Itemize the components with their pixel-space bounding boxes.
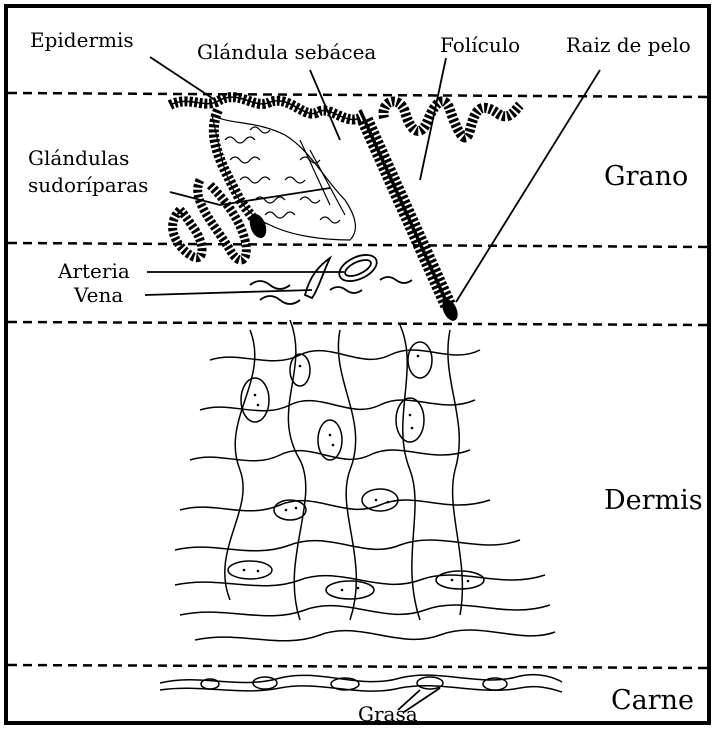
hair-shaft [360, 110, 450, 310]
layer-label-dermis: Dermis [604, 487, 703, 514]
boundary-line-top [8, 93, 711, 97]
label-glandula-sebacea: Glándula sebácea [197, 42, 376, 62]
fat-layer [160, 675, 562, 692]
boundary-line-dermis-carne [8, 665, 711, 668]
dermis-stipple [243, 355, 470, 592]
dermis-fibers [175, 320, 555, 641]
label-epidermis: Epidermis [30, 30, 134, 50]
vena-leader [145, 290, 312, 295]
sweat-glands [173, 110, 269, 260]
layer-label-carne: Carne [611, 687, 694, 714]
label-sudoriparas: sudoríparas [28, 175, 148, 195]
artery-vessel [335, 250, 381, 287]
layer-label-grano: Grano [604, 163, 688, 190]
boundary-line-grano-dermis [8, 322, 711, 325]
epidermis-layer [170, 97, 360, 119]
label-arteria: Arteria [58, 261, 130, 281]
label-foliculo: Folículo [440, 35, 520, 55]
label-grasa: Grasa [358, 704, 418, 724]
glandula-sebacea-leader [310, 70, 340, 140]
glandulas-leader [170, 192, 220, 205]
hair-follicle [360, 101, 520, 322]
boundary-line-grano-mid [8, 243, 711, 247]
label-vena: Vena [74, 285, 123, 305]
blood-vessels [250, 250, 412, 304]
label-raiz-de-pelo: Raiz de pelo [566, 35, 691, 55]
vein-vessel [305, 258, 330, 298]
label-glandulas: Glándulas [28, 148, 129, 168]
